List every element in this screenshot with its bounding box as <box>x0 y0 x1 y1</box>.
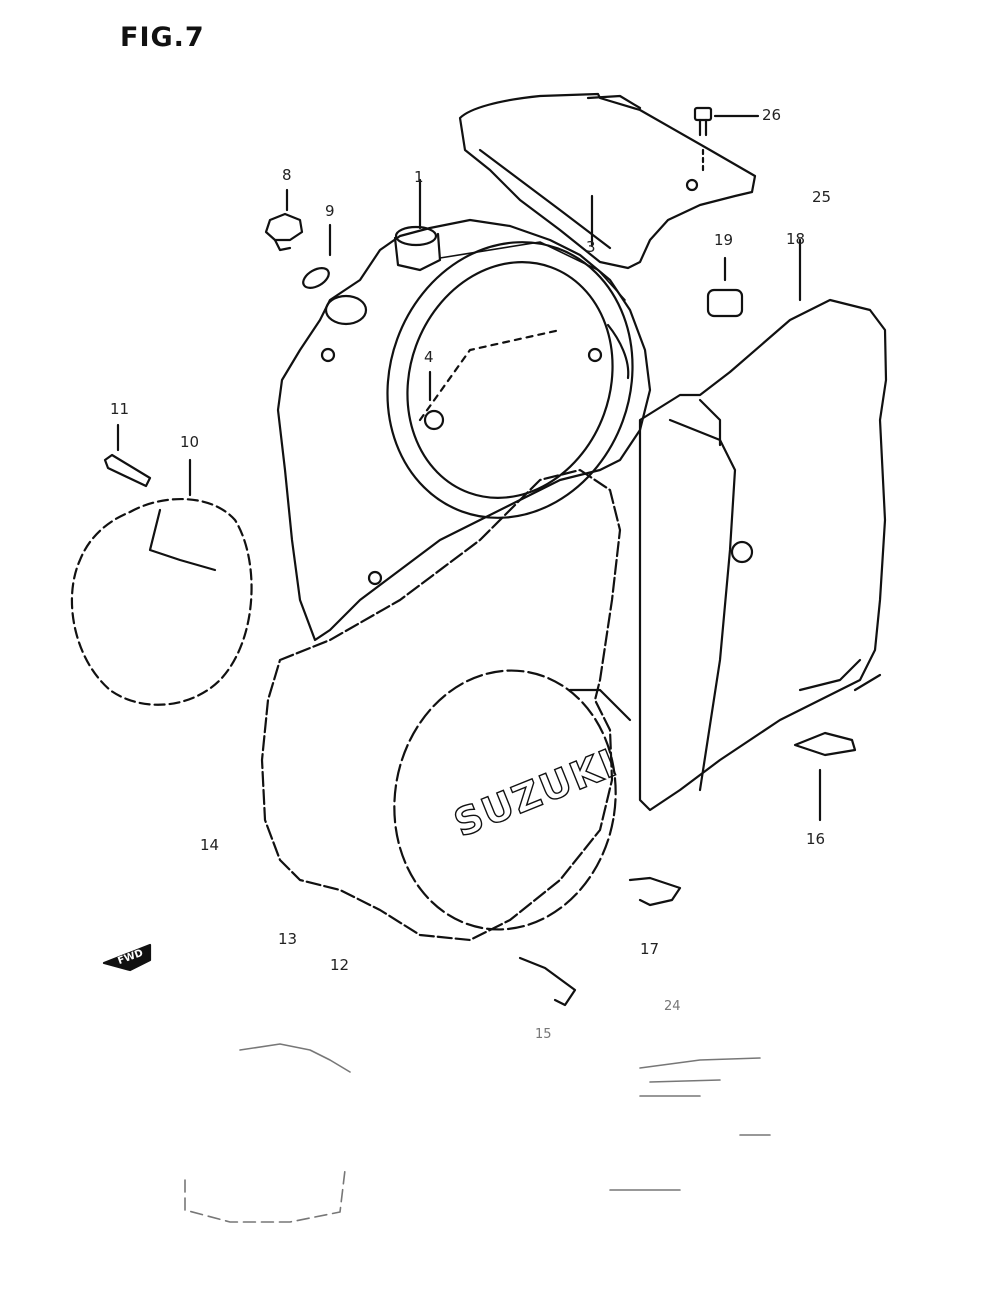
callout-4: 4 <box>424 348 434 366</box>
callout-17: 17 <box>640 940 660 958</box>
lower-faint-parts <box>184 1043 771 1223</box>
callout-15: 15 <box>535 1027 552 1042</box>
side-cover-part-18 <box>638 238 888 812</box>
o-ring-part-9 <box>302 223 332 289</box>
callout-8: 8 <box>282 166 292 184</box>
fwd-arrow <box>102 943 152 972</box>
callout-16: 16 <box>806 830 826 848</box>
callout-18: 18 <box>786 230 806 248</box>
front-cover-with-logo <box>260 468 632 942</box>
gasket-part-3 <box>439 194 626 301</box>
dowel-pin-part-16 <box>793 731 857 822</box>
callout-9: 9 <box>325 202 335 220</box>
callout-11: 11 <box>110 400 130 418</box>
dowel-pin-part-15 <box>518 956 577 1007</box>
callout-24: 24 <box>664 999 681 1014</box>
suzuki-logo: SUZUKI <box>447 740 625 847</box>
bolt-part-11 <box>103 423 152 488</box>
round-cover-part-10 <box>70 458 253 706</box>
top-cover-plate-part-25 <box>458 92 757 270</box>
callout-3: 3 <box>586 238 596 256</box>
suzuki-logo-text: SUZUKI <box>448 740 624 845</box>
callout-26: 26 <box>762 106 782 124</box>
crankcase-cover-part-1 <box>276 178 652 642</box>
callout-12: 12 <box>330 956 350 974</box>
oil-filler-plug-part-8 <box>264 188 304 252</box>
callout-19: 19 <box>714 231 734 249</box>
callout-13: 13 <box>278 930 298 948</box>
callout-14: 14 <box>200 836 220 854</box>
bolt-part-26 <box>693 106 760 174</box>
figure-title: FIG.7 <box>120 22 205 53</box>
callout-25: 25 <box>812 188 832 206</box>
dowel-pin-part-17 <box>628 876 682 907</box>
callout-10: 10 <box>180 433 200 451</box>
sleeve-part-19 <box>706 256 744 318</box>
callout-1: 1 <box>414 168 424 186</box>
